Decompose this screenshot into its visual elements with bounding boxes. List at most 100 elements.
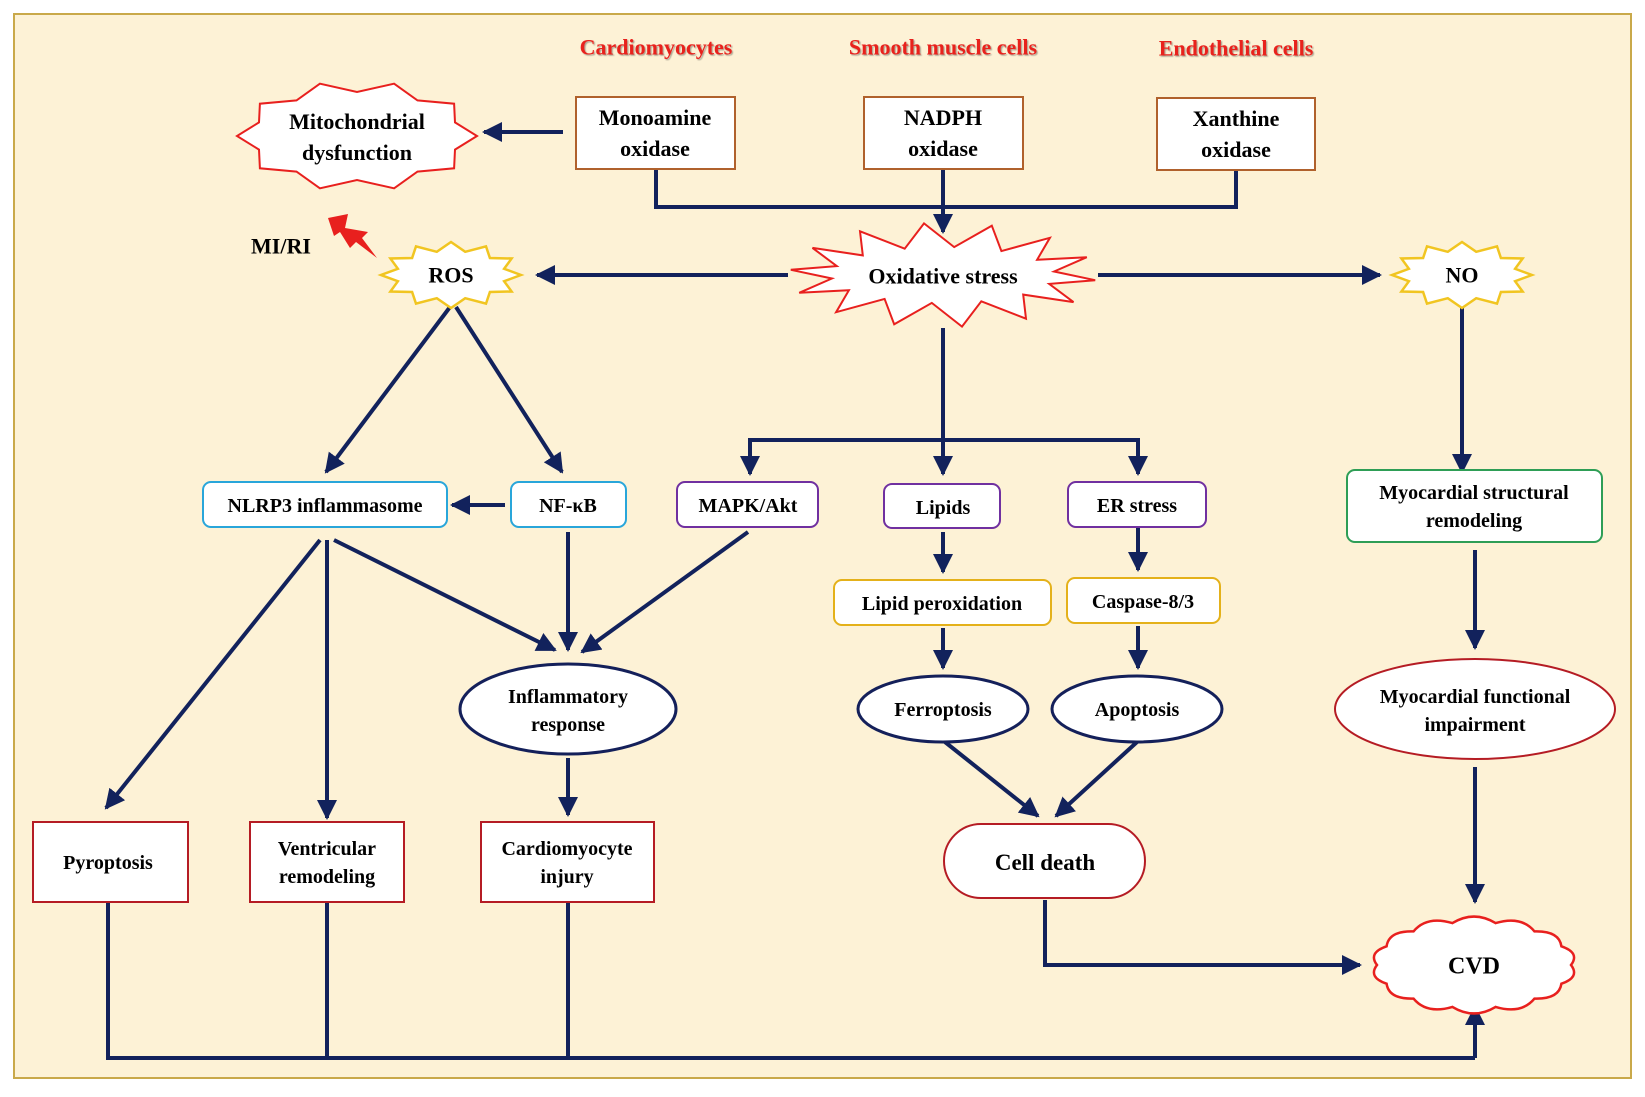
lipids-box <box>883 483 1001 529</box>
apoptosis-label-line-1: Apoptosis <box>1095 699 1180 721</box>
ventricular-label-line-1: Ventricular <box>278 838 376 860</box>
ferroptosis-label: Ferroptosis <box>894 699 992 721</box>
lipid-peroxidation-label: Lipid peroxidation <box>862 593 1022 615</box>
nlrp3-box <box>202 481 448 528</box>
enzyme-xanthine-box <box>1156 97 1316 171</box>
lipids-label-line-1: Lipids <box>916 497 971 519</box>
er-stress-label: ER stress <box>1097 495 1177 517</box>
shapes <box>32 82 1616 1015</box>
oxidative-stress-burst <box>790 221 1096 329</box>
functional-ellipse <box>1334 658 1616 760</box>
ferroptosis-label-line-1: Ferroptosis <box>894 699 992 721</box>
background-panel <box>13 13 1632 1079</box>
cvd-label: CVD <box>1448 953 1500 979</box>
ventricular-label-line-2: remodeling <box>279 866 375 888</box>
no-burst <box>1388 240 1536 310</box>
cardio-injury-label: Cardiomyocyte injury <box>501 838 632 888</box>
inflammatory-response-label-line-2: response <box>531 714 605 736</box>
ros-burst <box>377 240 525 310</box>
ros-label-line-1: ROS <box>428 263 473 288</box>
mito-dysfunction-label-line-1: Mitochondrial <box>289 109 425 134</box>
cvd-cloud <box>1372 915 1576 1015</box>
mapk-label-line-1: MAPK/Akt <box>699 495 798 517</box>
caspase-label: Caspase-8/3 <box>1092 591 1194 613</box>
arrow-ros-to-nfkb <box>454 305 564 474</box>
lipids-label: Lipids <box>916 497 971 519</box>
caspase-label-line-1: Caspase-8/3 <box>1092 591 1194 613</box>
enzyme-nadph-label-line-1: NADPH <box>904 105 982 130</box>
lightning-bolt-icon <box>328 214 377 258</box>
arrow-apoptosis-to-cell-death <box>1054 740 1139 818</box>
cell-source-smooth-muscle: Smooth muscle cells <box>849 35 1038 60</box>
cell-source-smooth-muscle-line-1: Smooth muscle cells <box>849 35 1038 60</box>
arrow-nlrp3-to-inflammatory <box>333 538 557 652</box>
trigger-label: MI/RI <box>251 234 311 259</box>
cardio-injury-label-line-2: injury <box>540 866 593 888</box>
enzyme-xanthine-label: Xanthine oxidase <box>1193 106 1280 162</box>
pyroptosis-box <box>32 821 189 903</box>
nlrp3-label-line-1: NLRP3 inflammasome <box>228 495 423 517</box>
ventricular-label: Ventricular remodeling <box>278 838 376 888</box>
mito-dysfunction-label: Mitochondrial dysfunction <box>289 109 425 165</box>
mito-dysfunction-burst <box>235 82 479 190</box>
cell-source-cardiomyocytes: Cardiomyocytes <box>580 35 733 60</box>
enzyme-nadph-box <box>863 96 1024 170</box>
enzyme-monoamine-label: Monoamine oxidase <box>599 105 712 161</box>
structural-label-line-1: Myocardial structural <box>1379 482 1569 504</box>
apoptosis-ellipse <box>1050 674 1224 744</box>
apoptosis-label: Apoptosis <box>1095 699 1180 721</box>
er-stress-box <box>1067 481 1207 528</box>
structural-label: Myocardial structural remodeling <box>1379 482 1569 532</box>
cvd-label-line-1: CVD <box>1448 953 1500 979</box>
cardio-injury-label-line-1: Cardiomyocyte <box>501 838 632 860</box>
nfkb-label-line-1: NF-κB <box>539 495 597 517</box>
enzyme-xanthine-label-line-2: oxidase <box>1201 137 1271 162</box>
arrow-ferroptosis-to-cell-death <box>943 740 1040 818</box>
mito-dysfunction-label-line-2: dysfunction <box>302 140 412 165</box>
no-label: NO <box>1446 263 1479 288</box>
pyroptosis-label-line-1: Pyroptosis <box>63 852 153 874</box>
nfkb-label: NF-κB <box>539 495 597 517</box>
structural-label-line-2: remodeling <box>1426 510 1522 532</box>
enzyme-xanthine-label-line-1: Xanthine <box>1193 106 1280 131</box>
connector-bottom-bus <box>106 902 1475 1060</box>
arrow-mapk-to-inflammatory <box>580 530 750 654</box>
nlrp3-label: NLRP3 inflammasome <box>228 495 423 517</box>
pyroptosis-label: Pyroptosis <box>63 852 153 874</box>
enzyme-monoamine-label-line-1: Monoamine <box>599 105 712 130</box>
arrow-cell-death-to-cvd <box>1043 900 1362 975</box>
arrow-nlrp3-to-pyroptosis <box>104 538 322 810</box>
er-stress-label-line-1: ER stress <box>1097 495 1177 517</box>
ventricular-box <box>249 821 405 903</box>
cell-source-endothelial-line-1: Endothelial cells <box>1159 36 1314 61</box>
oxidative-stress-label-line-1: Oxidative stress <box>868 264 1018 289</box>
labels: Cardiomyocytes Smooth muscle cells Endothe… <box>63 35 1571 980</box>
caspase-box <box>1066 577 1221 624</box>
connectors <box>104 122 1485 1060</box>
lipid-peroxidation-label-line-1: Lipid peroxidation <box>862 593 1022 615</box>
functional-label: Myocardial functional impairment <box>1380 686 1571 736</box>
cell-source-cardiomyocytes-line-1: Cardiomyocytes <box>580 35 733 60</box>
ferroptosis-ellipse <box>856 674 1030 744</box>
mapk-box <box>676 481 819 528</box>
arrow-ros-to-nlrp3 <box>324 305 452 474</box>
ros-label: ROS <box>428 263 473 288</box>
cell-death-label-line-1: Cell death <box>995 850 1096 875</box>
functional-label-line-2: impairment <box>1424 714 1525 736</box>
enzyme-monoamine-label-line-2: oxidase <box>620 136 690 161</box>
enzyme-monoamine-box <box>575 96 736 170</box>
cell-death-box <box>943 823 1146 899</box>
functional-label-line-1: Myocardial functional <box>1380 686 1571 708</box>
cell-death-label: Cell death <box>995 850 1096 875</box>
connector-enzymes-merge <box>654 168 1238 209</box>
cardio-injury-box <box>480 821 655 903</box>
mapk-label: MAPK/Akt <box>699 495 798 517</box>
structural-box <box>1346 469 1603 543</box>
trigger-label-line-1: MI/RI <box>251 234 311 259</box>
lipid-peroxidation-box <box>833 579 1052 626</box>
cell-source-endothelial: Endothelial cells <box>1159 36 1314 61</box>
